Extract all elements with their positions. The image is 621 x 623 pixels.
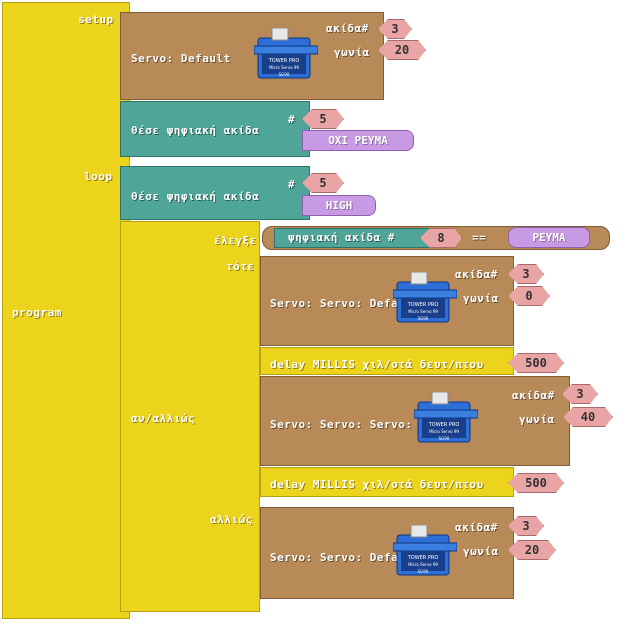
servo-block[interactable] — [260, 256, 514, 346]
servo-pin-value[interactable]: 3 — [508, 264, 544, 284]
servo-pin-label: ακίδα# — [512, 389, 555, 402]
servo-brand-text: TOWER PRO — [407, 302, 439, 308]
servo-icon: TOWER PRO Micro Servo 99 SG90 — [254, 28, 318, 79]
servo-block[interactable] — [260, 376, 570, 466]
then-label: τότε — [226, 260, 255, 273]
delay-label: delay MILLIS χιλ/στά δευτ/πτου — [270, 358, 484, 371]
servo-pin-value[interactable]: 3 — [508, 516, 544, 536]
servo-icon: TOWER PRO Micro Servo 99 SG90 — [414, 392, 478, 443]
condition-operator: == — [472, 231, 487, 244]
servo-block[interactable] — [260, 507, 514, 599]
servo-angle-label: γωνία — [463, 545, 499, 558]
check-label: έλεγξε — [214, 234, 257, 247]
servo-label: Servo: Servo: Default — [270, 297, 420, 310]
servo-pin-label: ακίδα# — [455, 521, 498, 534]
servo-angle-value[interactable]: 40 — [563, 407, 613, 427]
servo-brand-text: TOWER PRO — [268, 58, 300, 64]
servo-angle-value[interactable]: 20 — [378, 40, 426, 60]
servo-brand-text: TOWER PRO — [428, 422, 460, 428]
servo-pin-label: ακίδα# — [455, 268, 498, 281]
digital-write-pin-label: # — [288, 178, 296, 191]
servo-angle-label: γωνία — [463, 292, 499, 305]
digital-write-block[interactable] — [120, 166, 310, 220]
digital-write-block[interactable] — [120, 101, 310, 157]
servo-block[interactable] — [120, 12, 384, 100]
if-else-label: αν/αλλιώς — [131, 412, 196, 425]
servo-pin-value[interactable]: 3 — [562, 384, 598, 404]
delay-label: delay MILLIS χιλ/στά δευτ/πτου — [270, 478, 484, 491]
servo-label: Servo: Default — [131, 52, 231, 65]
servo-angle-label: γωνία — [519, 413, 555, 426]
delay-block[interactable] — [260, 467, 514, 497]
delay-value[interactable]: 500 — [508, 353, 564, 373]
servo-pin-value[interactable]: 3 — [378, 19, 412, 39]
servo-pin-label: ακίδα# — [326, 22, 369, 35]
digital-write-label: θέσε ψηφιακή ακίδα — [131, 190, 260, 203]
servo-icon: TOWER PRO Micro Servo 99 SG90 — [393, 525, 457, 576]
servo-label: Servo: Servo: Default — [270, 551, 420, 564]
digital-write-value[interactable]: ΟΧΙ ΡΕΥΜΑ — [302, 130, 414, 151]
servo-model-text: Micro Servo 99 — [429, 429, 459, 434]
digital-write-pin-value[interactable]: 5 — [302, 173, 344, 193]
servo-model-text: Micro Servo 99 — [269, 65, 299, 70]
servo-part-text: SG90 — [418, 316, 429, 321]
servo-angle-label: γωνία — [334, 46, 370, 59]
servo-angle-value[interactable]: 20 — [508, 540, 556, 560]
servo-part-text: SG90 — [439, 436, 450, 441]
servo-angle-value[interactable]: 0 — [508, 286, 550, 306]
digital-write-label: θέσε ψηφιακή ακίδα — [131, 124, 260, 137]
servo-icon: TOWER PRO Micro Servo 99 SG90 — [393, 272, 457, 323]
program-label: program — [12, 306, 62, 319]
digital-read-pin-value[interactable]: 8 — [420, 228, 462, 248]
if-else-block[interactable] — [120, 221, 260, 612]
digital-write-value[interactable]: HIGH — [302, 195, 376, 216]
servo-model-text: Micro Servo 99 — [408, 562, 438, 567]
delay-value[interactable]: 500 — [508, 473, 564, 493]
digital-write-pin-label: # — [288, 113, 296, 126]
program-block[interactable] — [2, 2, 130, 619]
else-label: αλλιώς — [210, 513, 253, 526]
servo-part-text: SG90 — [418, 569, 429, 574]
digital-write-pin-value[interactable]: 5 — [302, 109, 344, 129]
loop-label: loop — [84, 170, 113, 183]
servo-model-text: Micro Servo 99 — [408, 309, 438, 314]
servo-brand-text: TOWER PRO — [407, 555, 439, 561]
servo-part-text: SG90 — [279, 72, 290, 77]
delay-block[interactable] — [260, 347, 514, 375]
setup-label: setup — [78, 13, 114, 26]
condition-value[interactable]: ΡΕΥΜΑ — [508, 227, 590, 248]
digital-read-label: ψηφιακή ακίδα # — [288, 231, 395, 244]
